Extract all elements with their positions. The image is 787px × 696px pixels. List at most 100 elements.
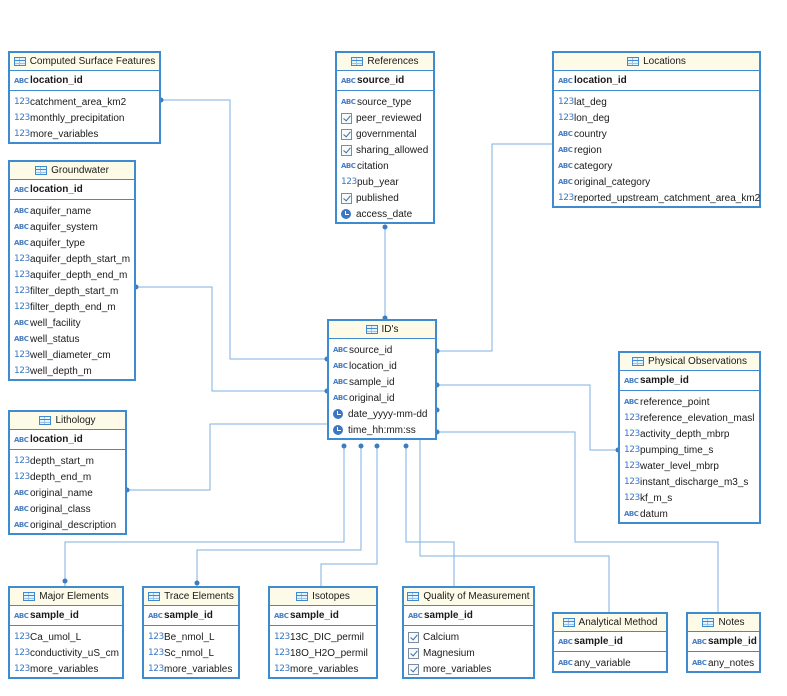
- entity-header[interactable]: Notes: [688, 614, 759, 632]
- entity-header[interactable]: Physical Observations: [620, 353, 759, 371]
- column-row[interactable]: Magnesium: [404, 645, 533, 661]
- column-row[interactable]: more_variables: [404, 661, 533, 677]
- entity-header[interactable]: Locations: [554, 53, 759, 71]
- column-row[interactable]: sharing_allowed: [337, 142, 433, 158]
- column-row[interactable]: Calcium: [404, 629, 533, 645]
- column-row[interactable]: governmental: [337, 126, 433, 142]
- column-row[interactable]: access_date: [337, 206, 433, 222]
- column-row[interactable]: published: [337, 190, 433, 206]
- entity-header[interactable]: Trace Elements: [144, 588, 238, 606]
- entity-header[interactable]: Groundwater: [10, 162, 134, 180]
- entity-header[interactable]: Quality of Measurement: [404, 588, 533, 606]
- column-row[interactable]: date_yyyy-mm-dd: [329, 406, 435, 422]
- entity-header[interactable]: ID's: [329, 321, 435, 339]
- column-row[interactable]: peer_reviewed: [337, 110, 433, 126]
- entity-header[interactable]: Computed Surface Features: [10, 53, 159, 71]
- entity-header[interactable]: References: [337, 53, 433, 71]
- entity-header[interactable]: Major Elements: [10, 588, 122, 606]
- entity-header[interactable]: Lithology: [10, 412, 125, 430]
- entity-header[interactable]: Isotopes: [270, 588, 376, 606]
- column-row[interactable]: time_hh:mm:ss: [329, 422, 435, 438]
- entity-header[interactable]: Analytical Method: [554, 614, 666, 632]
